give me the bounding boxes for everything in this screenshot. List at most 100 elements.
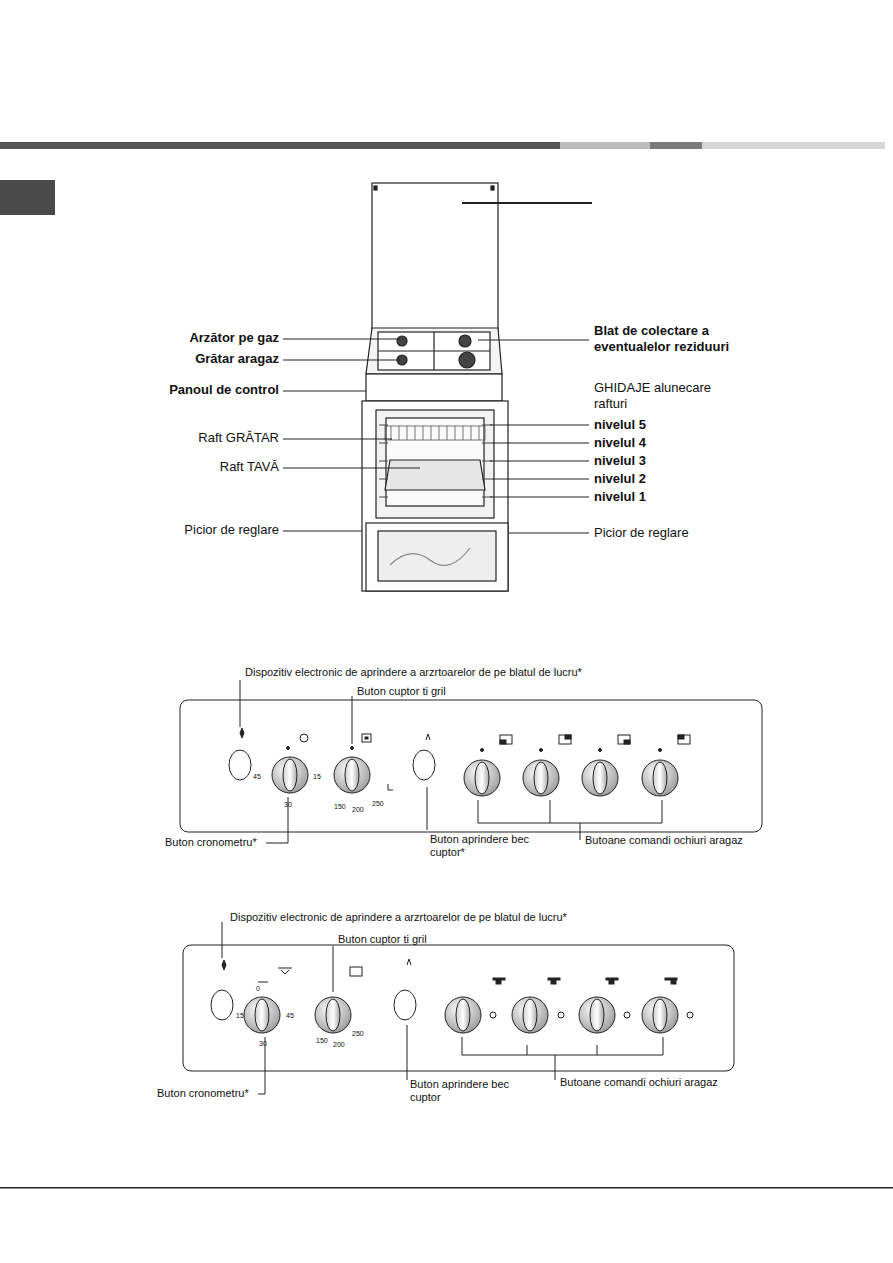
- callout-label: Dispozitiv electronic de aprindere a arz…: [245, 666, 582, 679]
- dial-number: 200: [352, 806, 364, 814]
- panel-controls: [334, 757, 370, 793]
- cooker: [366, 328, 502, 374]
- shelf-guides: [379, 461, 388, 462]
- header-bar: [702, 142, 885, 149]
- leader-line: [550, 800, 551, 823]
- callout-label: nivelul 5: [594, 417, 646, 433]
- cooker: [366, 523, 508, 591]
- header-bar: [0, 180, 55, 215]
- leader-line: [597, 1045, 598, 1055]
- callout-label: Picior de reglare: [594, 525, 689, 541]
- leader-line: [527, 1045, 528, 1055]
- callout-label: Grătar aragaz: [195, 351, 279, 367]
- callout-label: nivelul 3: [594, 453, 646, 469]
- panel-symbols: [240, 728, 690, 790]
- callout-label: Dispozitiv electronic de aprindere a arz…: [230, 911, 567, 924]
- gas-burner: [459, 352, 475, 368]
- callout-label: Panoul de control: [169, 382, 279, 398]
- oven-rack: [385, 426, 485, 440]
- panel-controls: [413, 750, 435, 780]
- control-panel: [180, 700, 762, 832]
- oven-rack: [391, 426, 392, 440]
- leader-line: [240, 680, 241, 727]
- panel-symbols: [351, 747, 354, 750]
- oven-rack: [463, 426, 464, 440]
- callout-label: nivelul 4: [594, 435, 646, 451]
- callout-label: nivelul 2: [594, 471, 646, 487]
- dial-number: 150: [334, 803, 346, 811]
- cooker: [462, 202, 592, 204]
- oven-rack: [471, 426, 472, 440]
- oven-rack: [439, 426, 440, 440]
- panel-controls: [229, 750, 251, 780]
- panel-symbols: [362, 734, 371, 742]
- cooker: [378, 332, 490, 370]
- header-bar: [0, 142, 560, 149]
- dial-number: 200: [333, 1041, 345, 1049]
- callout-label: Buton cuptor ti gril: [357, 685, 446, 698]
- leader-line: [478, 800, 662, 823]
- panel-symbols: [426, 734, 430, 740]
- callout-label: Butoane comandi ochiuri aragaz: [560, 1076, 718, 1089]
- callout-label: Raft GRĂTAR: [198, 430, 279, 446]
- leader-line: [492, 443, 589, 444]
- shelf-guides: [379, 425, 388, 426]
- oven-rack: [415, 426, 416, 440]
- cooker: [362, 401, 508, 591]
- panel-controls: [642, 997, 678, 1033]
- panel-symbols: [609, 980, 614, 984]
- oven-rack: [399, 426, 400, 440]
- callout-label: Picior de reglare: [184, 522, 279, 538]
- header-bar: [650, 142, 702, 149]
- panel-symbols: [240, 728, 244, 738]
- panel-controls: [642, 760, 678, 796]
- callout-label: Raft TAVĂ: [220, 459, 279, 475]
- callout-label: GHIDAJE alunecare rafturi: [594, 380, 744, 411]
- panel-controls: [272, 757, 308, 793]
- panel-symbols: [365, 737, 368, 739]
- oven-rack: [479, 426, 480, 440]
- panel-symbols: [540, 749, 543, 752]
- panel-symbols: [551, 980, 556, 984]
- leader-line: [333, 946, 334, 992]
- panel-symbols: [558, 1012, 564, 1018]
- panel-symbols: [687, 1012, 693, 1018]
- control-panel: [180, 700, 762, 832]
- control-panel: [183, 945, 734, 1071]
- panel-controls: [211, 990, 678, 1033]
- header-bar: [560, 142, 650, 149]
- panel-controls: [464, 760, 500, 796]
- leader-line: [222, 922, 663, 1094]
- leader-line: [283, 339, 589, 533]
- panel-controls: [211, 990, 233, 1020]
- oven-rack: [447, 426, 448, 440]
- dial-number: 45: [253, 773, 261, 781]
- panel-controls: [445, 997, 481, 1033]
- oven-rack: [431, 426, 432, 440]
- oven-rack: [407, 426, 408, 440]
- gas-burner: [397, 335, 475, 368]
- leader-line: [240, 680, 662, 843]
- shelf-guides: [482, 443, 492, 444]
- cooker: [376, 410, 494, 518]
- cooker: [390, 548, 470, 565]
- cooker: [378, 531, 496, 581]
- shelf-guides: [379, 479, 388, 480]
- leader-line: [462, 1037, 663, 1055]
- panel-symbols: [678, 735, 684, 739]
- cooker: [366, 374, 502, 401]
- leader-line: [407, 1025, 408, 1080]
- panel-symbols: [624, 740, 630, 744]
- panel-symbols: [559, 735, 571, 744]
- leader-line: [490, 461, 589, 462]
- panel-symbols: [258, 982, 268, 983]
- dial-number: 45: [286, 1012, 294, 1020]
- dial-number: 30: [259, 1040, 267, 1048]
- gas-burner: [397, 336, 407, 346]
- panel-symbols: [678, 735, 690, 744]
- leader-line: [427, 787, 428, 830]
- dial-number: 150: [316, 1037, 328, 1045]
- callout-label: nivelul 1: [594, 489, 646, 505]
- panel-controls: [315, 997, 351, 1033]
